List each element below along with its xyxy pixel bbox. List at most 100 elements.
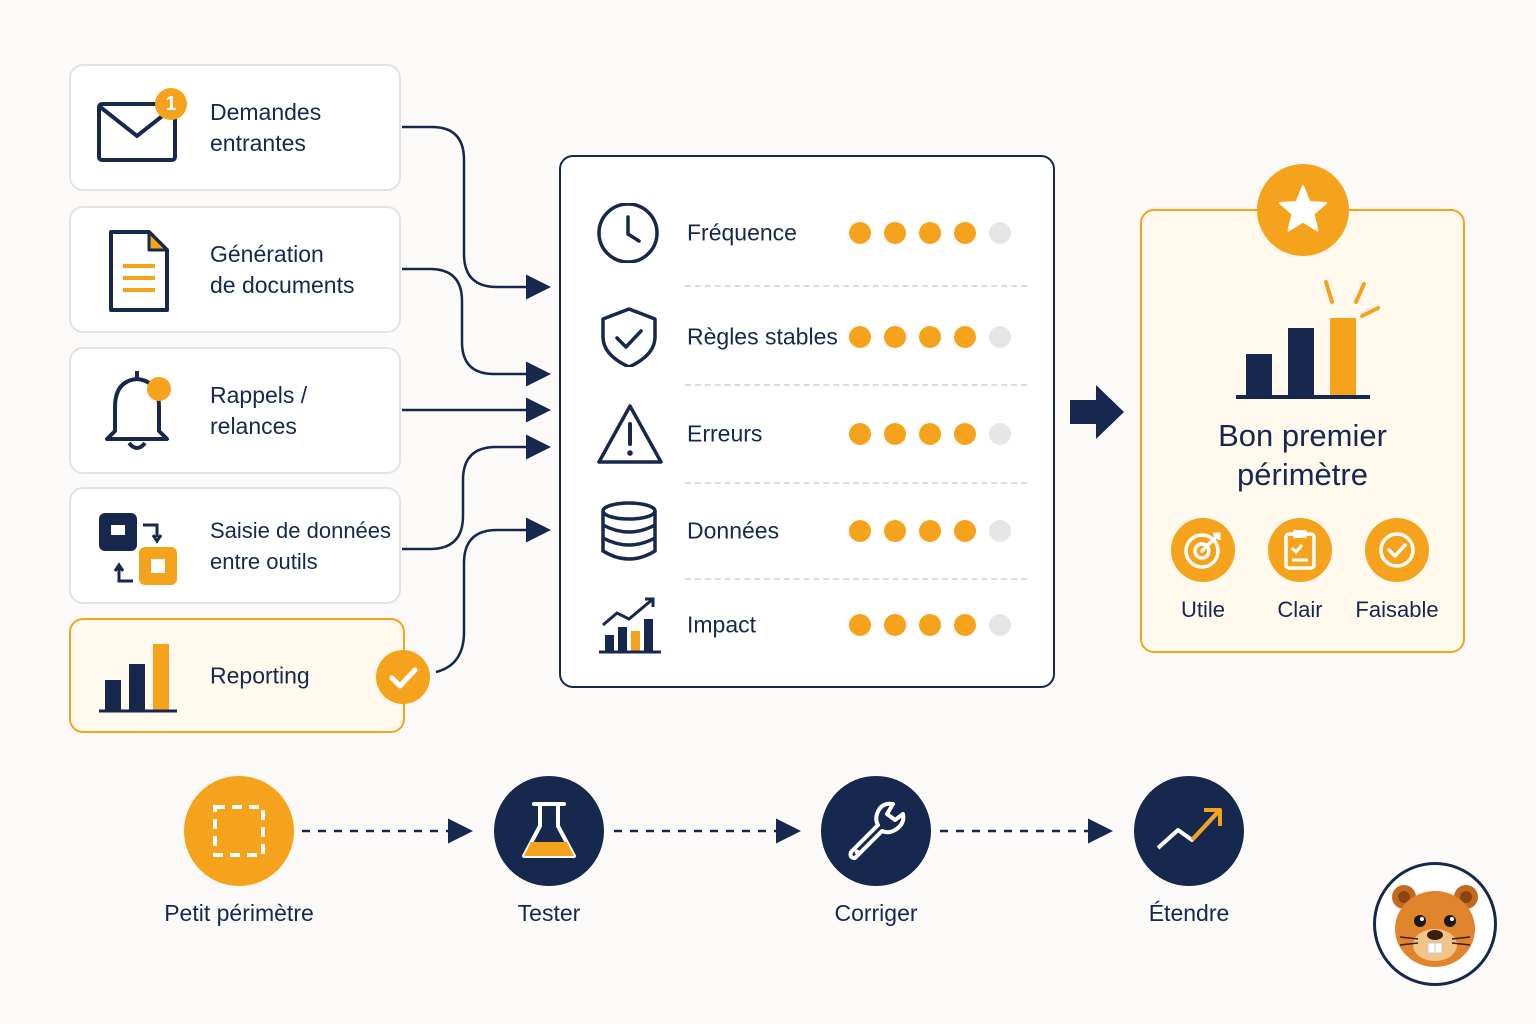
step-tester xyxy=(494,776,604,886)
step-corriger xyxy=(821,776,931,886)
quality-label: Clair xyxy=(1277,597,1323,622)
clipboard-icon xyxy=(1284,530,1316,570)
avatar xyxy=(1373,862,1497,986)
step-label: Tester xyxy=(517,900,581,926)
score-dot-filled xyxy=(954,326,976,348)
divider xyxy=(685,285,1027,287)
criterion-score xyxy=(849,520,1011,542)
step-petit-perimetre xyxy=(184,776,294,886)
criterion-score xyxy=(849,222,1011,244)
check-icon xyxy=(389,667,418,689)
criterion-label: Règles stables xyxy=(687,323,838,350)
document-icon xyxy=(109,230,169,312)
data-transfer-icon xyxy=(99,513,177,585)
step-label: Étendre xyxy=(1148,900,1230,926)
criterion-frequence: Fréquence xyxy=(561,203,1053,263)
database-icon xyxy=(601,501,657,561)
score-dot-filled xyxy=(849,222,871,244)
score-dot-filled xyxy=(884,326,906,348)
divider xyxy=(685,578,1027,580)
wrench-icon xyxy=(848,801,906,860)
divider xyxy=(685,482,1027,484)
criterion-erreurs: Erreurs xyxy=(561,404,1053,464)
criterion-score xyxy=(849,326,1011,348)
dashed-square-icon xyxy=(213,805,265,857)
score-dot-filled xyxy=(849,614,871,636)
growth-chart-icon xyxy=(599,597,661,654)
score-dot-filled xyxy=(954,520,976,542)
source-label: Génération de documents xyxy=(210,240,355,298)
source-label: Demandes entrantes xyxy=(210,98,322,156)
score-dot-filled xyxy=(849,520,871,542)
criterion-label: Erreurs xyxy=(687,420,763,447)
connector-reporting xyxy=(435,517,551,674)
score-dot-filled xyxy=(919,520,941,542)
score-dot-filled xyxy=(884,520,906,542)
divider xyxy=(685,384,1027,386)
source-card-saisie[interactable]: Saisie de données entre outils xyxy=(69,487,401,604)
score-dot-filled xyxy=(954,423,976,445)
score-dot-filled xyxy=(884,614,906,636)
target-icon xyxy=(1184,532,1221,569)
score-dot-filled xyxy=(884,222,906,244)
quality-faisable: Faisable xyxy=(1342,518,1452,623)
flask-icon xyxy=(522,802,576,858)
star-icon xyxy=(1279,185,1327,232)
criterion-label: Impact xyxy=(687,611,757,638)
criterion-impact: Impact xyxy=(561,595,1053,655)
source-card-rappels[interactable]: Rappels / relances xyxy=(69,347,401,474)
score-dot-filled xyxy=(884,423,906,445)
quality-utile: Utile xyxy=(1148,518,1258,623)
bar-chart-icon xyxy=(99,644,177,713)
step-etendre xyxy=(1134,776,1244,886)
bell-icon xyxy=(105,371,171,450)
score-dot-filled xyxy=(919,326,941,348)
score-dot-empty xyxy=(989,222,1011,244)
trend-up-icon xyxy=(1156,808,1222,850)
source-card-reporting[interactable]: Reporting xyxy=(69,618,405,733)
criterion-score xyxy=(849,423,1011,445)
quality-badge xyxy=(1268,518,1332,582)
score-dot-filled xyxy=(919,614,941,636)
clock-icon xyxy=(597,203,659,263)
source-card-demandes[interactable]: 1 Demandes entrantes xyxy=(69,64,401,191)
notification-badge: 1 xyxy=(155,88,187,120)
criteria-panel: Fréquence Règles stables Erreurs Données xyxy=(559,155,1055,688)
selected-check-badge xyxy=(376,650,430,704)
quality-badge xyxy=(1171,518,1235,582)
score-dot-filled xyxy=(954,614,976,636)
score-dot-empty xyxy=(989,326,1011,348)
score-dot-filled xyxy=(919,222,941,244)
score-dot-filled xyxy=(954,222,976,244)
criterion-label: Fréquence xyxy=(687,219,797,246)
result-title: Bon premier périmètre xyxy=(1218,418,1387,492)
criterion-regles: Règles stables xyxy=(561,307,1053,367)
criterion-score xyxy=(849,614,1011,636)
score-dot-filled xyxy=(849,326,871,348)
step-label: Petit périmètre xyxy=(164,900,314,926)
warning-icon xyxy=(597,404,663,464)
score-dot-filled xyxy=(919,423,941,445)
score-dot-filled xyxy=(849,423,871,445)
source-card-generation[interactable]: Génération de documents xyxy=(69,206,401,333)
criterion-label: Données xyxy=(687,517,780,544)
connector-saisie xyxy=(402,434,551,551)
check-circle-icon xyxy=(1379,532,1415,568)
quality-label: Utile xyxy=(1180,597,1225,622)
connector-demandes xyxy=(402,125,551,300)
quality-clair: Clair xyxy=(1245,518,1355,623)
quality-badge xyxy=(1365,518,1429,582)
result-arrow xyxy=(1070,385,1124,439)
score-dot-empty xyxy=(989,423,1011,445)
source-label: Rappels / relances xyxy=(210,381,308,439)
star-badge xyxy=(1257,164,1349,256)
score-dot-empty xyxy=(989,520,1011,542)
criterion-donnees: Données xyxy=(561,501,1053,561)
connector-generation xyxy=(402,267,551,387)
score-dot-empty xyxy=(989,614,1011,636)
result-chart-icon xyxy=(1236,280,1380,399)
source-label: Saisie de données entre outils xyxy=(210,517,392,574)
source-label: Reporting xyxy=(210,662,310,688)
beaver-icon xyxy=(1392,885,1478,967)
